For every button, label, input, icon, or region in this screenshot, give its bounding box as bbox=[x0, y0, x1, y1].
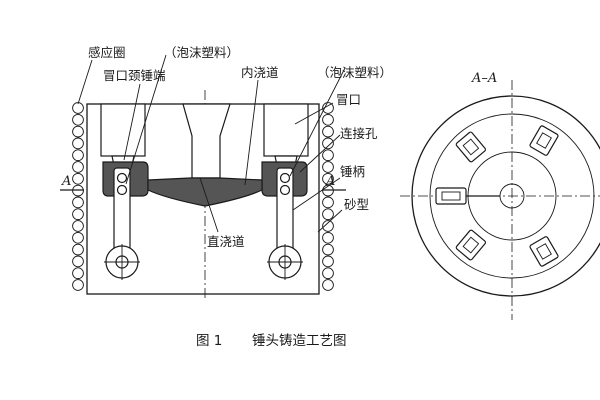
leader-handle bbox=[292, 177, 341, 211]
label-section-a-left: A bbox=[61, 174, 71, 189]
coil-turn bbox=[72, 279, 84, 291]
coil-turn bbox=[72, 161, 84, 173]
leader-inner-runner bbox=[244, 79, 259, 186]
leader-foam2 bbox=[289, 67, 346, 177]
coil-turn bbox=[72, 255, 84, 268]
coil-turn bbox=[322, 172, 334, 185]
leader-sand bbox=[317, 209, 343, 233]
left-connect-hole-2 bbox=[116, 184, 128, 196]
coil-turn bbox=[322, 196, 334, 209]
coil-turn bbox=[322, 102, 334, 114]
mold-section bbox=[60, 90, 346, 300]
coil-turn bbox=[322, 279, 334, 291]
leader-foam1 bbox=[125, 54, 167, 185]
aa-hammer-left-slot bbox=[441, 191, 461, 201]
coil-turn bbox=[322, 231, 334, 244]
leader-sprue bbox=[199, 177, 219, 233]
right-connect-hole-2 bbox=[279, 184, 291, 196]
leader-coil bbox=[77, 59, 93, 105]
coil-turn bbox=[322, 113, 334, 126]
coil-turn bbox=[72, 231, 84, 244]
coil-turn bbox=[72, 113, 84, 126]
left-connect-hole bbox=[116, 172, 128, 184]
aa-hammer-lower-left-slot bbox=[462, 138, 480, 156]
label-connecting-hole: 连接孔 bbox=[340, 126, 378, 141]
aa-hammer-upper-left-slot bbox=[462, 236, 480, 254]
leader-riser bbox=[294, 102, 334, 125]
label-riser: 冒口 bbox=[336, 92, 361, 107]
coil-turn bbox=[72, 102, 84, 114]
labels: 感应圈 （泡沫塑料） 冒口颈锤端 内浇道 （泡沫塑料） 冒口 连接孔 锤柄 砂型… bbox=[61, 45, 497, 249]
label-sprue: 直浇道 bbox=[207, 234, 245, 249]
coil-turn bbox=[322, 161, 334, 173]
leader-riser-neck bbox=[123, 83, 141, 161]
sprue-funnel bbox=[182, 103, 231, 179]
label-foam-plastic-1: （泡沫塑料） bbox=[164, 45, 239, 60]
aa-section bbox=[400, 80, 600, 320]
coil-turn bbox=[72, 267, 84, 280]
label-riser-neck-hammer-end: 冒口颈锤端 bbox=[103, 68, 166, 83]
coil-turn bbox=[322, 149, 334, 162]
coil-turn bbox=[72, 208, 84, 221]
caption-text: 锤头铸造工艺图 bbox=[252, 333, 347, 349]
caption-number: 图 1 bbox=[196, 333, 222, 349]
coil-turn bbox=[322, 255, 334, 268]
coil-turn bbox=[322, 220, 334, 232]
induction-coil-left bbox=[72, 102, 84, 291]
leader-hole bbox=[299, 134, 341, 173]
coil-turn bbox=[322, 208, 334, 221]
right-riser bbox=[263, 103, 309, 157]
label-foam-plastic-2: （泡沫塑料） bbox=[317, 65, 392, 80]
label-sand-mold: 砂型 bbox=[344, 197, 369, 212]
label-induction-coil: 感应圈 bbox=[88, 45, 126, 60]
coil-turn bbox=[72, 125, 84, 138]
coil-turn bbox=[72, 243, 84, 256]
aa-hammer-left bbox=[435, 187, 467, 205]
label-inner-runner: 内浇道 bbox=[241, 65, 279, 80]
coil-turn bbox=[322, 267, 334, 280]
aa-hammer-upper-right-slot bbox=[536, 243, 552, 260]
coil-turn bbox=[322, 243, 334, 256]
label-section-a-right: A bbox=[325, 174, 335, 189]
coil-turn bbox=[72, 149, 84, 162]
coil-turn bbox=[72, 220, 84, 232]
left-riser bbox=[100, 103, 146, 157]
coil-turn bbox=[322, 125, 334, 138]
aa-hammer-lower-right-slot bbox=[536, 132, 552, 149]
label-section-title: A–A bbox=[471, 71, 497, 86]
label-hammer-handle: 锤柄 bbox=[340, 164, 365, 179]
coil-turn bbox=[322, 137, 334, 150]
aa-hammer-lower-right bbox=[529, 125, 559, 156]
caption: 图 1 锤头铸造工艺图 bbox=[196, 333, 347, 349]
coil-turn bbox=[72, 196, 84, 209]
coil-turn bbox=[72, 137, 84, 150]
induction-coil-right bbox=[322, 102, 334, 291]
aa-hammer-lower-left bbox=[455, 131, 487, 163]
leader-lines bbox=[77, 54, 346, 233]
aa-hammer-upper-right bbox=[529, 236, 559, 267]
coil-turn bbox=[72, 172, 84, 185]
aa-hammer-upper-left bbox=[455, 229, 487, 261]
right-connect-hole bbox=[279, 172, 291, 184]
